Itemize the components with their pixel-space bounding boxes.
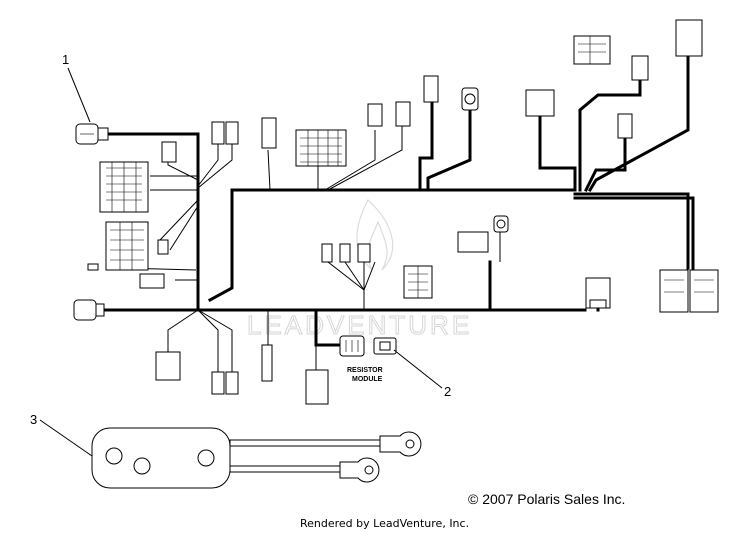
wire-riser-470: [426, 108, 472, 192]
connector-top-540: [525, 89, 555, 117]
resistor-module-label-1: RESISTOR: [347, 367, 383, 374]
wire-riser-625: [583, 136, 627, 193]
connector-bottom-218: [211, 371, 225, 395]
connectors: [73, 19, 719, 405]
connector-center-328: [321, 243, 333, 263]
connector-top-470: [461, 87, 479, 111]
wire-right-a: [573, 192, 690, 270]
connector-right-598: [585, 277, 611, 309]
connector-block-center: [403, 265, 433, 299]
connector-block-top-middle: [295, 129, 347, 167]
ground-cable-assembly: [91, 427, 422, 489]
connector-top-595: [573, 35, 611, 65]
callout-3-number: 3: [30, 412, 37, 427]
callout-1-number: 1: [62, 52, 69, 67]
connector-center-345: [339, 243, 351, 263]
watermark: LEADVENTURE: [247, 199, 472, 341]
wire-trunk-left: [106, 132, 200, 312]
connector-bottom-232: [225, 371, 239, 395]
connector-center-500: [493, 215, 509, 233]
main-harness: [94, 56, 695, 347]
rendered-by-text: Rendered by LeadVenture, Inc.: [300, 517, 469, 530]
connector-lower-right-pair: [659, 269, 719, 313]
connector-small-left: [157, 239, 169, 255]
callout-3: 3: [30, 412, 93, 457]
connector-top-640: [631, 55, 649, 81]
wire-riser-688: [587, 56, 690, 193]
connector-center-364: [357, 243, 371, 263]
connector-top-402: [395, 101, 411, 127]
connector-pin-left: [87, 263, 99, 271]
copyright-text: © 2007 Polaris Sales Inc.: [468, 491, 625, 507]
watermark-text: LEADVENTURE: [247, 310, 472, 340]
connector-block-left-1: [99, 161, 149, 213]
thin-wires: [119, 125, 501, 372]
connector-left-bottom: [73, 299, 105, 321]
connector-left-small-2: [139, 273, 165, 289]
connector-bottom-316: [305, 369, 329, 405]
connector-top-232: [225, 121, 239, 145]
wire-riser-640: [578, 78, 642, 192]
connector-top-168: [161, 141, 177, 163]
connector-block-left-2: [105, 221, 149, 271]
connector-top-625: [617, 113, 633, 139]
callout-1: 1: [62, 52, 91, 123]
connector-top-218: [211, 121, 225, 145]
connector-bottom-268: [261, 344, 273, 382]
connector-top-432: [423, 75, 439, 103]
wire-upper-drop: [207, 188, 234, 303]
connector-top-688: [675, 19, 703, 57]
wire-riser-540: [538, 116, 577, 192]
connector-top-268: [261, 117, 277, 149]
connector-center-474: [457, 231, 489, 253]
connector-resistor-plug: [339, 335, 365, 357]
connector-bottom-168: [155, 351, 181, 381]
callout-2: 2: [393, 349, 451, 399]
wire-riser-432: [418, 98, 434, 192]
connector-top-375: [367, 103, 383, 127]
connector-1: [75, 123, 109, 145]
resistor-module-label-2: MODULE: [352, 376, 383, 383]
resistor-module: [373, 337, 397, 355]
callout-2-number: 2: [444, 384, 451, 399]
wire-right-b: [573, 196, 695, 270]
